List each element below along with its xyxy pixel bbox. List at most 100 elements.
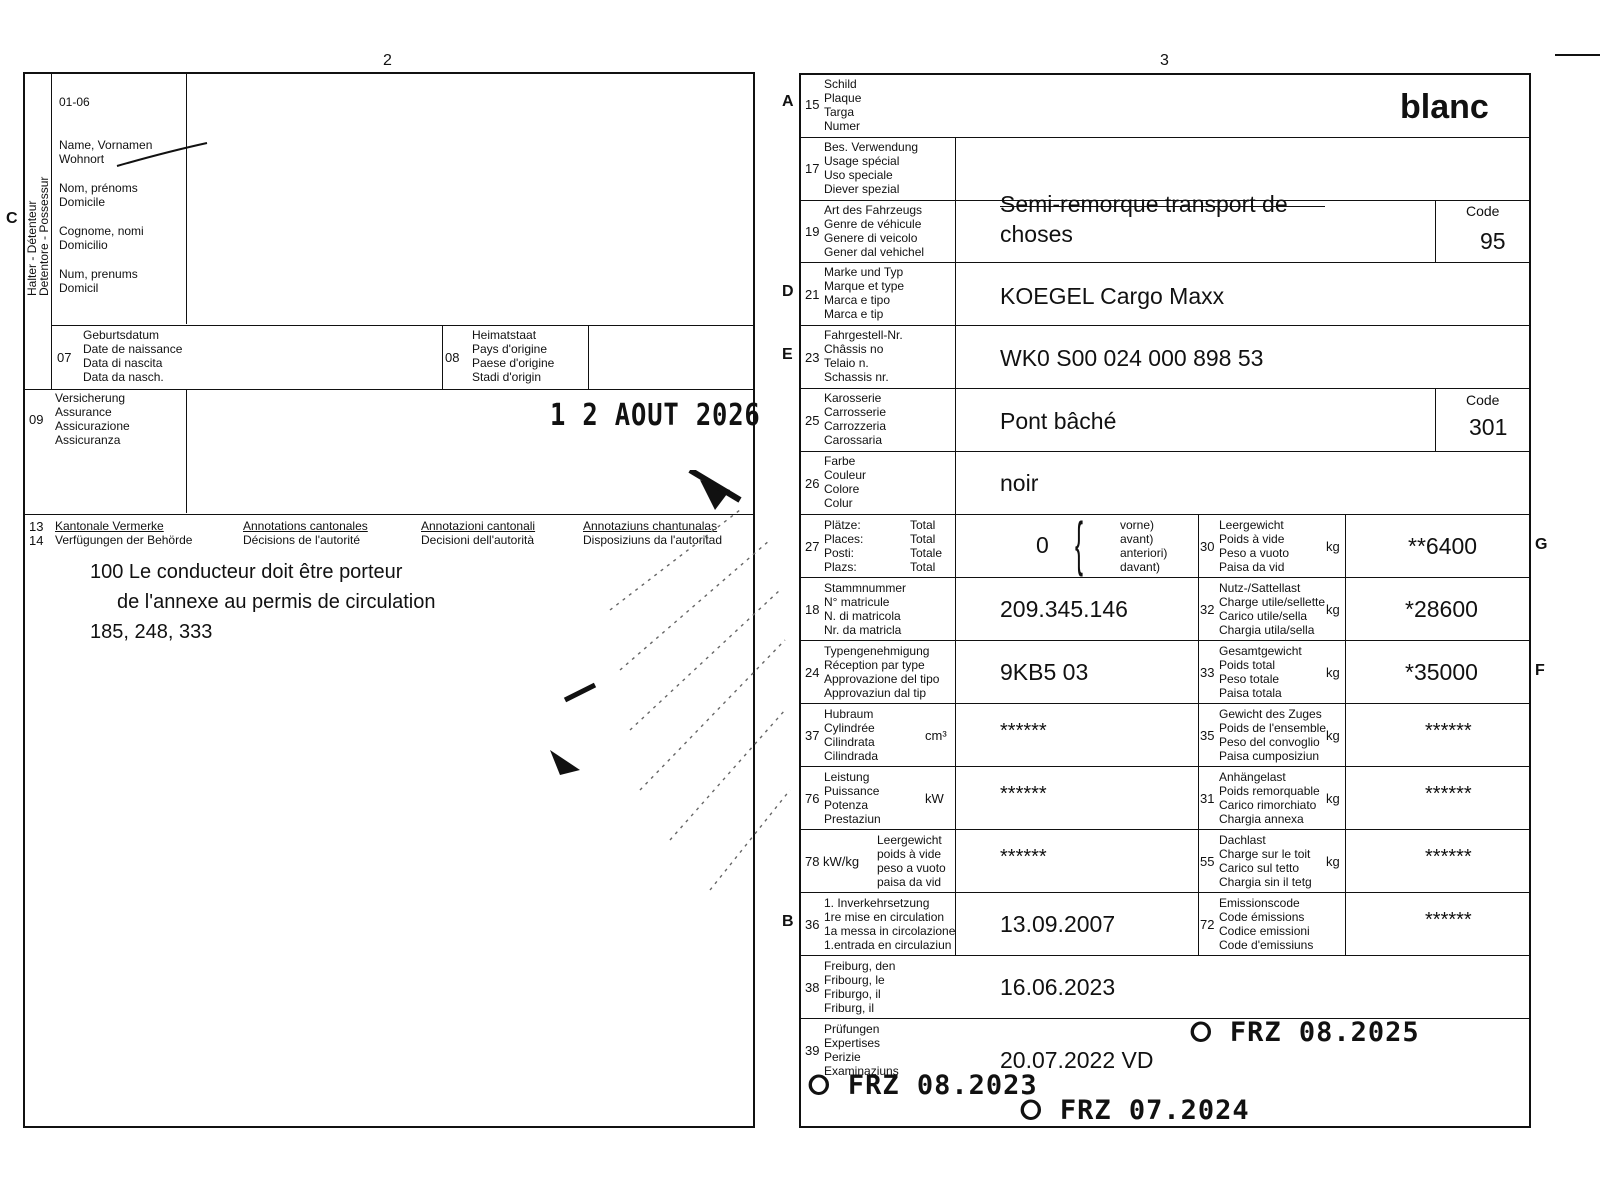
field-number-72: 72	[1200, 917, 1215, 932]
seats-value: 0	[1036, 532, 1049, 558]
field-number-21: 21	[805, 287, 820, 302]
field-number-31: 31	[1200, 791, 1215, 806]
divider	[799, 1018, 1531, 1019]
left-page-frame	[23, 72, 755, 1128]
page-number-left: 2	[383, 52, 392, 69]
body-code: 301	[1469, 414, 1508, 440]
divider	[799, 892, 1531, 893]
field-number-78: 78	[805, 854, 820, 869]
power-weight-value: ******	[1000, 846, 1047, 868]
field-number-13: 13	[29, 519, 44, 534]
first-registration-value: 13.09.2007	[1000, 911, 1116, 937]
unit-kg: kg	[1326, 791, 1340, 806]
field-number-35: 35	[1200, 728, 1215, 743]
emission-code-value: ******	[1425, 909, 1472, 931]
payload-value: *28600	[1405, 596, 1478, 622]
unit-kg: kg	[1326, 665, 1340, 680]
field-number-15: 15	[805, 97, 820, 112]
field-number-09: 09	[29, 412, 44, 427]
divider	[1435, 200, 1436, 262]
divider	[799, 200, 1531, 201]
vehicle-type-code: 95	[1480, 228, 1506, 254]
field-number-27: 27	[805, 539, 820, 554]
divider	[799, 137, 1531, 138]
divider	[23, 389, 755, 390]
divider	[186, 72, 187, 324]
divider	[1435, 388, 1436, 451]
field-number-08: 08	[445, 350, 460, 365]
field-01-06-code: 01-06	[59, 95, 90, 109]
field-number-33: 33	[1200, 665, 1215, 680]
field-number-26: 26	[805, 476, 820, 491]
plate-value: blanc	[1400, 88, 1489, 126]
unit-kg: kg	[1326, 854, 1340, 869]
matriculation-value: 209.345.146	[1000, 596, 1128, 622]
stamp-icon: ⭘	[808, 1070, 831, 1101]
divider	[955, 137, 956, 955]
field-number-24: 24	[805, 665, 820, 680]
field-number-38: 38	[805, 980, 820, 995]
field-number-14: 14	[29, 533, 44, 548]
roof-load-value: ******	[1425, 846, 1472, 868]
divider	[186, 389, 187, 513]
divider	[442, 325, 443, 389]
inspection-stamp-1: ⭘ FRZ 08.2025	[1190, 1017, 1420, 1048]
divider	[799, 451, 1531, 452]
side-letter-d: D	[782, 283, 794, 300]
field-number-37: 37	[805, 728, 820, 743]
field-number-25: 25	[805, 413, 820, 428]
divider	[799, 388, 1531, 389]
vehicle-type-value-line1: Semi-remorque transport de	[1000, 191, 1288, 217]
strike-line	[1000, 206, 1325, 207]
unit-cm3: cm³	[925, 728, 947, 743]
field-number-30: 30	[1200, 539, 1215, 554]
divider	[799, 703, 1531, 704]
power-value: ******	[1000, 783, 1047, 805]
unit-kg: kg	[1326, 539, 1340, 554]
side-letter-a: A	[782, 93, 794, 110]
vehicle-type-value-line2: choses	[1000, 221, 1073, 247]
margin-mark	[1555, 54, 1600, 56]
color-value: noir	[1000, 470, 1039, 496]
code-label: Code	[1466, 203, 1500, 219]
type-approval-value: 9KB5 03	[1000, 659, 1089, 685]
empty-weight-value: **6400	[1408, 533, 1478, 559]
faded-diagonal-stamp	[550, 470, 791, 891]
divider	[23, 514, 755, 515]
divider	[588, 325, 589, 389]
field-number-07: 07	[57, 350, 72, 365]
annotation-line-3: 185, 248, 333	[90, 621, 213, 643]
divider	[799, 766, 1531, 767]
divider	[799, 829, 1531, 830]
field-number-32: 32	[1200, 602, 1215, 617]
annotation-line-1: 100 Le conducteur doit être porteur	[90, 561, 403, 583]
divider	[51, 325, 755, 326]
issue-date-value: 16.06.2023	[1000, 974, 1116, 1000]
inspection-stamp-3: ⭘ FRZ 07.2024	[1020, 1095, 1250, 1126]
stamp-icon: ⭘	[1020, 1095, 1043, 1126]
divider	[799, 577, 1531, 578]
field-27-labels: Plätze:Places:Posti:Plazs:	[824, 518, 864, 574]
side-letter-e: E	[782, 346, 793, 363]
field-number-23: 23	[805, 350, 820, 365]
divider	[51, 72, 52, 389]
divider	[1345, 514, 1346, 955]
field-27-front-labels: vorne)avant)anteriori)davant)	[1120, 518, 1168, 574]
divider	[799, 325, 1531, 326]
